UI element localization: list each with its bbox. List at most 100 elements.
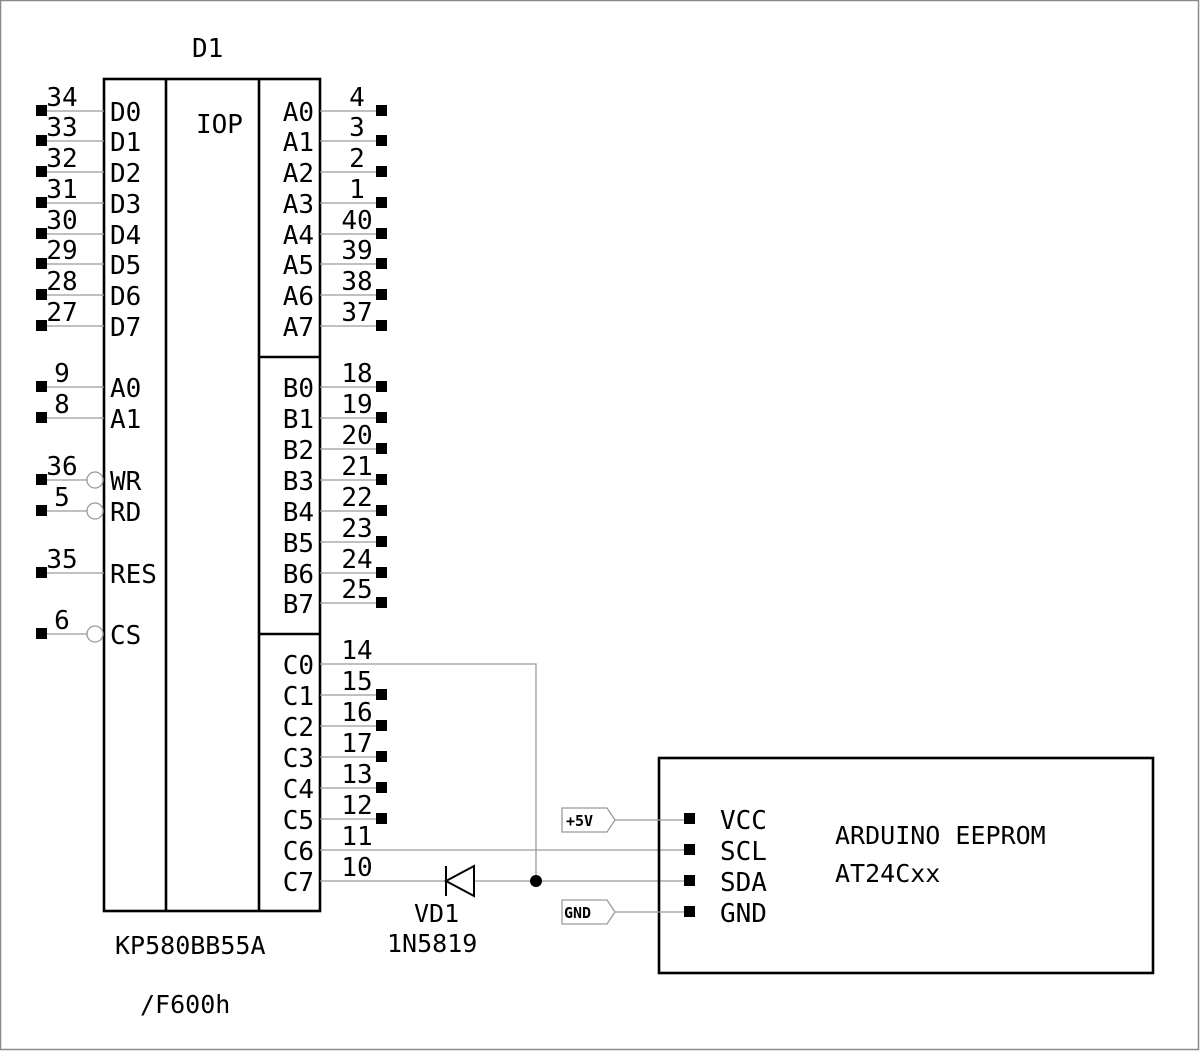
pin-terminal-a2-2 [376, 166, 387, 177]
pin-number-33: 33 [46, 113, 77, 143]
pin-name-b0-18: B0 [283, 374, 314, 404]
diode-ref-label: VD1 [414, 899, 459, 928]
pin-number-27: 27 [46, 298, 77, 328]
pin-name-b2-20: B2 [283, 436, 314, 466]
eeprom-title-label: ARDUINO EEPROM [835, 821, 1046, 850]
pin-name-wr-36: WR [110, 467, 142, 497]
pin-number-29: 29 [46, 236, 77, 266]
pin-terminal-b2-20 [376, 443, 387, 454]
pin-number-31: 31 [46, 175, 77, 205]
pin-name-c4-13: C4 [283, 775, 314, 805]
pin-name-d2-32: D2 [110, 159, 141, 189]
pin-terminal-b6-24 [376, 567, 387, 578]
pin-number-39: 39 [341, 236, 372, 266]
pin-terminal-d3-31 [36, 197, 47, 208]
pin-name-d1-33: D1 [110, 128, 141, 158]
net-wires [320, 663, 690, 887]
diode-part-label: 1N5819 [387, 929, 477, 958]
pin-name-b6-24: B6 [283, 560, 314, 590]
pin-number-16: 16 [341, 698, 372, 728]
eeprom-pin-terminal-scl [684, 844, 695, 855]
pin-terminal-a0-9 [36, 381, 47, 392]
pin-name-c0-14: C0 [283, 651, 314, 681]
pin-terminal-a6-38 [376, 289, 387, 300]
eeprom-part-label: AT24Cxx [835, 859, 940, 888]
pin-terminal-a1-3 [376, 135, 387, 146]
pin-number-5: 5 [54, 483, 70, 513]
pin-terminal-c3-17 [376, 751, 387, 762]
vcc-flag-label: +5V [566, 812, 593, 830]
pin-number-30: 30 [46, 206, 77, 236]
eeprom-pin-label-gnd: GND [720, 899, 767, 929]
pin-number-40: 40 [341, 206, 372, 236]
pin-number-17: 17 [341, 729, 372, 759]
pin-number-1: 1 [349, 175, 365, 205]
pin-terminal-d4-30 [36, 228, 47, 239]
chip-part-label: КР580ВВ55А [115, 931, 266, 960]
d1-chip-body [102, 77, 322, 913]
pin-number-20: 20 [341, 421, 372, 451]
pin-terminal-wr-36 [36, 474, 47, 485]
pin-number-34: 34 [46, 83, 77, 113]
pin-name-b5-23: B5 [283, 529, 314, 559]
pin-number-13: 13 [341, 760, 372, 790]
pin-terminal-cs-6 [36, 628, 47, 639]
chip-address-label: /F600h [140, 990, 230, 1019]
pin-terminal-d7-27 [36, 320, 47, 331]
pin-name-a7-37: A7 [283, 313, 314, 343]
chip-function-label: IOP [196, 110, 243, 140]
pin-number-12: 12 [341, 791, 372, 821]
pin-terminal-b4-22 [376, 505, 387, 516]
pin-name-a0-4: A0 [283, 98, 314, 128]
pin-terminal-d0-34 [36, 105, 47, 116]
eeprom-pin-label-sda: SDA [720, 868, 767, 898]
eeprom-pin-terminal-vcc [684, 813, 695, 824]
pin-number-19: 19 [341, 390, 372, 420]
pin-number-9: 9 [54, 359, 70, 389]
pin-terminal-d5-29 [36, 258, 47, 269]
pin-number-24: 24 [341, 545, 372, 575]
pin-terminal-c4-13 [376, 782, 387, 793]
pin-number-18: 18 [341, 359, 372, 389]
pin-name-c1-15: C1 [283, 682, 314, 712]
pin-terminal-c1-15 [376, 689, 387, 700]
pin-name-b1-19: B1 [283, 405, 314, 435]
pin-name-d0-34: D0 [110, 98, 141, 128]
pin-number-15: 15 [341, 667, 372, 697]
pin-name-b3-21: B3 [283, 467, 314, 497]
pin-terminal-res-35 [36, 567, 47, 578]
pin-terminal-rd-5 [36, 505, 47, 516]
pin-name-c6-11: C6 [283, 837, 314, 867]
pin-name-d5-29: D5 [110, 251, 141, 281]
pin-number-36: 36 [46, 452, 77, 482]
inversion-bubble-cs-6 [86, 625, 104, 643]
pin-terminal-b1-19 [376, 412, 387, 423]
pin-number-25: 25 [341, 575, 372, 605]
eeprom-pin-terminal-sda [684, 875, 695, 886]
pin-number-6: 6 [54, 606, 70, 636]
vcc-power-flag: +5V [561, 807, 616, 833]
eeprom-pin-label-vcc: VCC [720, 806, 767, 836]
pin-name-c2-16: C2 [283, 713, 314, 743]
pin-terminal-a0-4 [376, 105, 387, 116]
pin-terminal-b5-23 [376, 536, 387, 547]
pin-terminal-a3-1 [376, 197, 387, 208]
chip-ref-label: D1 [192, 34, 223, 64]
pin-terminal-d2-32 [36, 166, 47, 177]
pin-name-a6-38: A6 [283, 282, 314, 312]
pin-number-21: 21 [341, 452, 372, 482]
pin-name-a4-40: A4 [283, 221, 314, 251]
pin-number-22: 22 [341, 483, 372, 513]
junction-dot [530, 875, 542, 887]
pin-name-res-35: RES [110, 560, 157, 590]
pin-terminal-a4-40 [376, 228, 387, 239]
pin-name-a3-1: A3 [283, 190, 314, 220]
pin-name-rd-5: RD [110, 498, 141, 528]
gnd-power-flag: GND [561, 899, 616, 925]
pin-terminal-b7-25 [376, 597, 387, 608]
